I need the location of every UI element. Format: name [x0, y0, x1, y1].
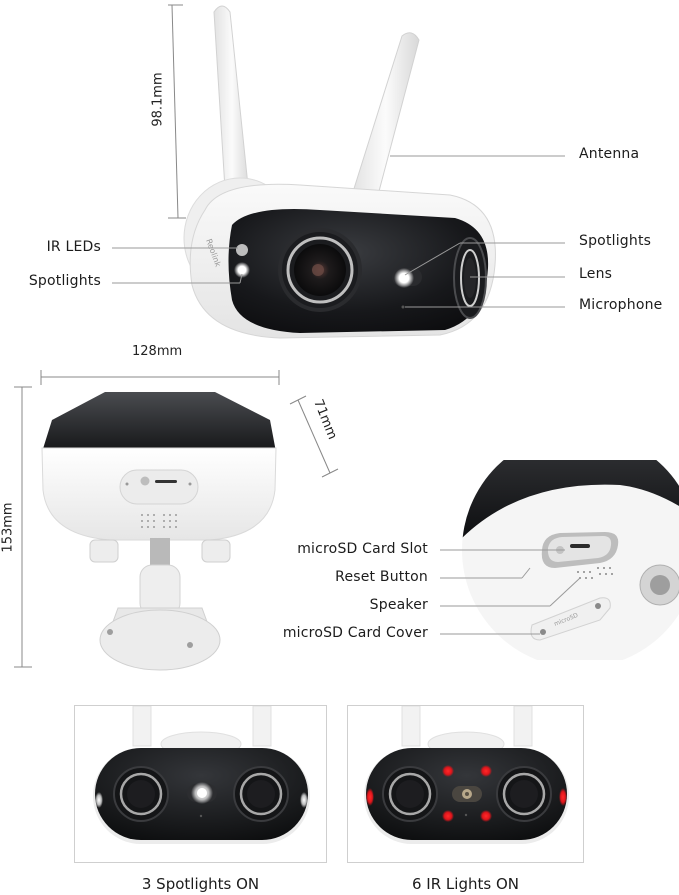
back-camera-illustration: [41, 392, 277, 671]
ir-mode-caption: 6 IR Lights ON: [412, 875, 519, 893]
microsd-detail-view: microSD: [260, 460, 679, 660]
label-reset-button: Reset Button: [335, 569, 428, 585]
height-dimension-line: [168, 4, 186, 219]
label-microphone: Microphone: [579, 297, 663, 313]
back-dimension-lines: [14, 370, 339, 668]
label-antenna: Antenna: [579, 146, 640, 162]
camera-illustration: Reolink: [183, 5, 496, 339]
microsd-detail-illustration: microSD: [440, 460, 679, 660]
spotlights-mode-caption: 3 Spotlights ON: [141, 875, 260, 893]
width-dimension-label: 128mm: [132, 344, 183, 359]
label-microsd-card-slot: microSD Card Slot: [297, 541, 428, 557]
back-camera-view: 128mm 153mm 71mm: [0, 340, 360, 680]
label-microsd-card-cover: microSD Card Cover: [282, 625, 428, 641]
leader-lines-top: [112, 155, 565, 308]
label-ir-leds: IR LEDs: [46, 239, 101, 255]
top-camera-view: 98.1mm: [0, 0, 679, 340]
label-spotlights-left: Spotlights: [28, 273, 101, 289]
spotlights-mode-panel: [74, 705, 327, 863]
label-spotlights-right: Spotlights: [579, 233, 652, 249]
ir-camera-illustration: [364, 706, 569, 844]
label-lens: Lens: [579, 266, 613, 282]
ir-mode-panel: [347, 705, 584, 863]
label-speaker: Speaker: [369, 597, 428, 613]
spotlights-camera-illustration: [93, 706, 310, 844]
